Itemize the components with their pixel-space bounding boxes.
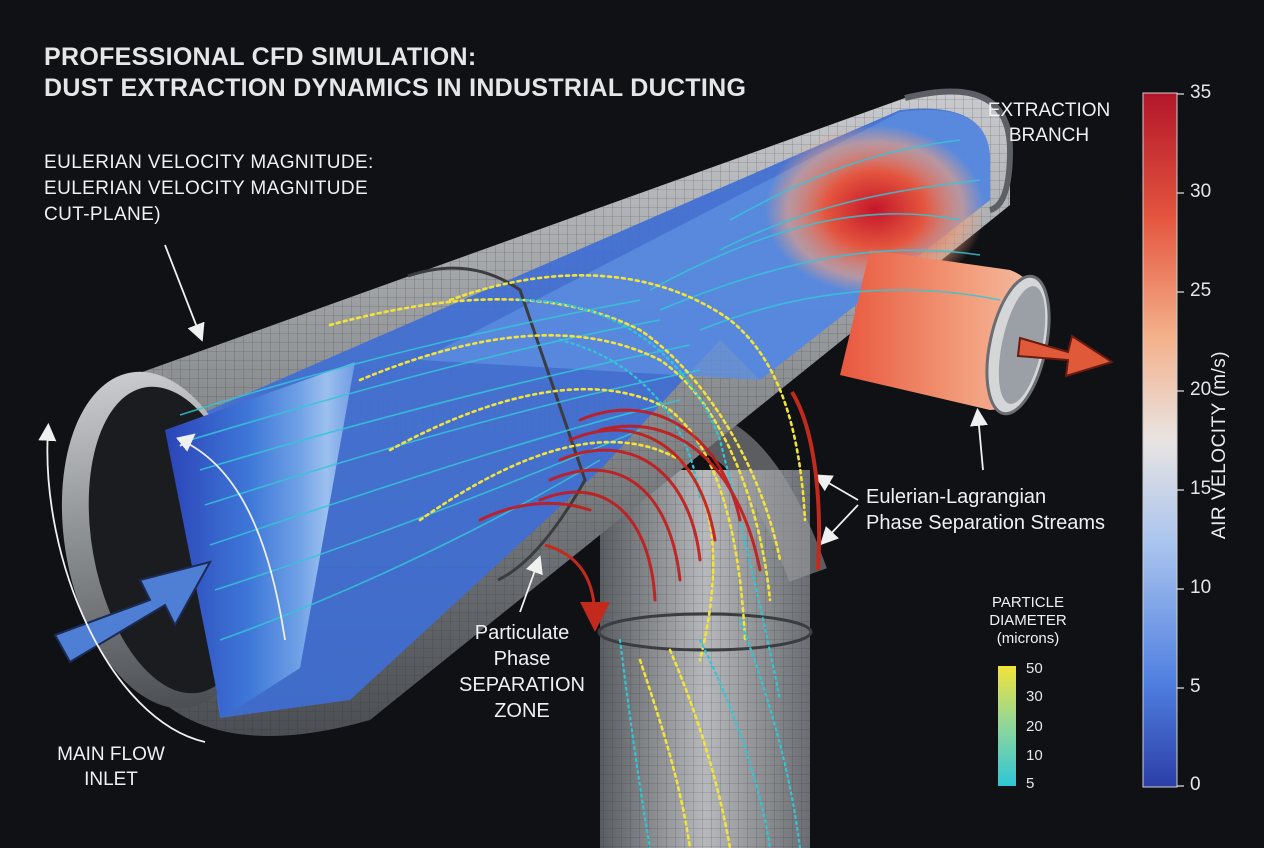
- colorbar-tick-label: 25: [1190, 280, 1212, 301]
- velocity-cut-plane: [165, 362, 355, 718]
- title-line-1: PROFESSIONAL CFD SIMULATION:: [44, 43, 477, 71]
- pd-title-line-2: DIAMETER: [989, 612, 1067, 629]
- main-duct: [120, 88, 1014, 737]
- zone-line-3: SEPARATION: [459, 674, 585, 696]
- particle-diameter-bar: [998, 666, 1016, 786]
- inlet-label: MAIN FLOW INLET: [56, 742, 166, 792]
- inlet-line-2: INLET: [84, 769, 138, 790]
- separation-zone-label: Particulate Phase SEPARATION ZONE: [452, 620, 592, 724]
- velocity-hotspot: [765, 125, 985, 295]
- colorbar-tick-label: 0: [1190, 774, 1201, 795]
- particle-legend-title: PARTICLE DIAMETER (microns): [968, 594, 1088, 648]
- zone-line-2: Phase: [493, 648, 551, 670]
- cut-plane-line-2: EULERIAN VELOCITY MAGNITUDE: [44, 178, 369, 199]
- page-title: PROFESSIONAL CFD SIMULATION: DUST EXTRAC…: [44, 42, 746, 104]
- cut-plane-line-3: CUT-PLANE): [44, 204, 161, 225]
- pd-tick-label: 50: [1026, 660, 1043, 677]
- colorbar-title: AIR VELOCITY (m/s): [1209, 350, 1230, 540]
- particle-streams-small: [518, 298, 802, 848]
- downflow-arrows: [544, 390, 822, 632]
- velocity-colorbar: [1142, 92, 1178, 788]
- colorbar-tick-label: 5: [1190, 676, 1201, 697]
- pd-tick-label: 10: [1026, 747, 1043, 764]
- colorbar-tick-label: 30: [1190, 181, 1212, 202]
- colorbar-tick-label: 10: [1190, 577, 1212, 598]
- pd-title-line-1: PARTICLE: [992, 594, 1064, 611]
- callout-leaders: [164, 244, 988, 641]
- inlet-rotation-arrow: [38, 422, 206, 743]
- branch-label: EXTRACTION BRANCH: [985, 98, 1113, 148]
- streams-line-1: Eulerian-Lagrangian: [866, 486, 1047, 508]
- particle-streams-large: [328, 274, 807, 848]
- cut-plane-line-1: EULERIAN VELOCITY MAGNITUDE:: [44, 152, 374, 173]
- branch-line-1: EXTRACTION: [987, 100, 1111, 121]
- title-line-2: DUST EXTRACTION DYNAMICS IN INDUSTRIAL D…: [44, 74, 747, 102]
- streams-line-2: Phase Separation Streams: [866, 512, 1106, 534]
- colorbar-tick-label: 20: [1190, 379, 1212, 400]
- inlet-line-1: MAIN FLOW: [57, 744, 165, 765]
- cut-plane-callout: EULERIAN VELOCITY MAGNITUDE: EULERIAN VE…: [44, 150, 374, 228]
- zone-line-1: Particulate: [474, 622, 570, 644]
- colorbar-tick-marks: [1177, 93, 1184, 787]
- streams-label: Eulerian-Lagrangian Phase Separation Str…: [866, 484, 1105, 536]
- pd-title-line-3: (microns): [996, 630, 1060, 647]
- colorbar-tick-label: 15: [1190, 478, 1212, 499]
- heavy-particle-stream: [478, 408, 762, 602]
- outlet-arrow: [1016, 334, 1115, 378]
- pd-tick-label: 5: [1026, 775, 1035, 792]
- zone-line-4: ZONE: [494, 700, 550, 722]
- pd-tick-label: 30: [1026, 688, 1043, 705]
- branch-line-2: BRANCH: [1008, 125, 1090, 146]
- extraction-branch: [840, 250, 1051, 416]
- colorbar-tick-label: 35: [1190, 82, 1212, 103]
- pd-tick-label: 20: [1026, 718, 1043, 735]
